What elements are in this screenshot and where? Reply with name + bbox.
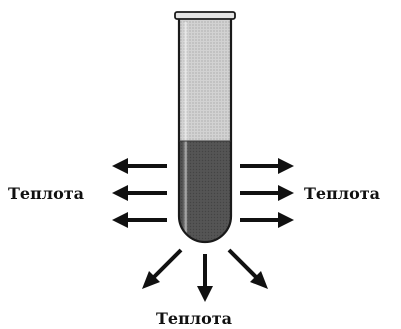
- heat-arrows-right: [240, 158, 294, 228]
- arrow-icon: [229, 250, 268, 289]
- tube-rim: [175, 12, 235, 19]
- test-tube-icon: [175, 12, 235, 242]
- arrow-icon: [112, 158, 167, 174]
- arrow-icon: [112, 185, 167, 201]
- heat-arrows-left: [112, 158, 167, 228]
- tube-highlight: [183, 22, 195, 234]
- heat-label-left: Теплота: [8, 186, 84, 202]
- heat-label-bottom: Теплота: [156, 311, 232, 327]
- arrow-icon: [197, 254, 213, 302]
- arrow-icon: [240, 158, 294, 174]
- arrow-icon: [240, 212, 294, 228]
- heat-arrows-bottom: [142, 250, 268, 302]
- heat-label-right: Теплота: [304, 186, 380, 202]
- arrow-icon: [142, 250, 181, 289]
- arrow-icon: [240, 185, 294, 201]
- arrow-icon: [112, 212, 167, 228]
